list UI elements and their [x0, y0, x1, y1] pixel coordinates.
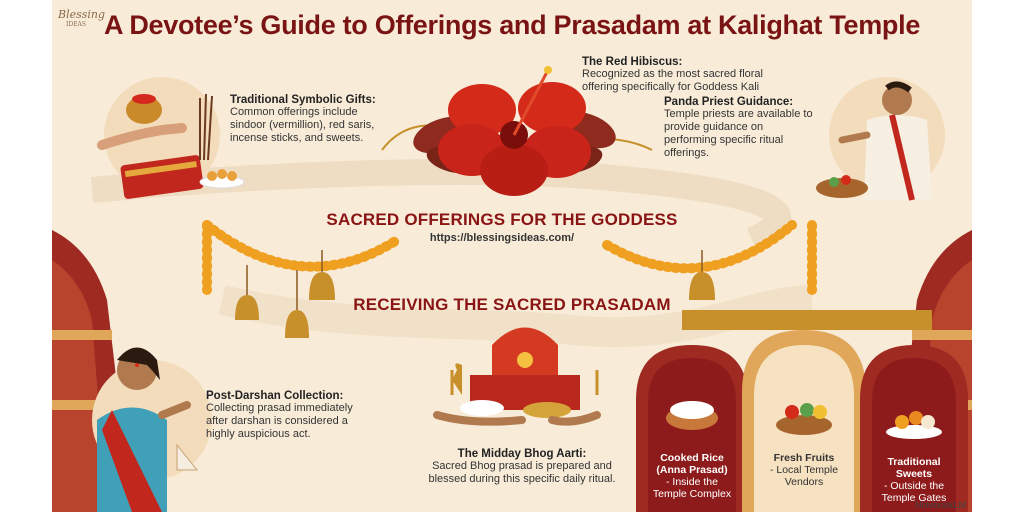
logo-tag: IDEAS — [66, 21, 87, 28]
offerings-section-title: SACRED OFFERINGS FOR THE GODDESS — [326, 210, 678, 229]
arch-label-fruits: Fresh Fruits - Local Temple Vendors — [758, 452, 850, 488]
bhog-aarti-altar-illustration — [433, 327, 601, 426]
bhog-text: Sacred Bhog prasad is prepared and bless… — [428, 460, 616, 485]
source-url: https://blessingsideas.com/ — [429, 232, 575, 244]
collection-heading: Post-Darshan Collection: — [206, 390, 344, 402]
hibiscus-heading: The Red Hibiscus: — [582, 56, 683, 68]
logo-text: Blessing — [58, 8, 106, 21]
hibiscus-callout: The Red Hibiscus: Recognized as the most… — [582, 56, 772, 94]
prasad-arches — [636, 310, 968, 512]
gifts-text: Common offerings include sindoor (vermil… — [230, 106, 375, 144]
panda-heading: Panda Priest Guidance: — [664, 96, 794, 108]
arch-sweets-bold: Traditional Sweets — [887, 456, 941, 480]
blessing-logo: Blessing IDEAS — [58, 8, 106, 30]
page-title: A Devotee’s Guide to Offerings and Prasa… — [103, 10, 921, 40]
panda-text: Temple priests are available to provide … — [664, 108, 813, 159]
arch-label-sweets: Traditional Sweets - Outside the Temple … — [874, 456, 954, 504]
hibiscus-text: Recognized as the most sacred floral off… — [582, 68, 763, 93]
collection-callout: Post-Darshan Collection: Collecting pras… — [206, 390, 376, 441]
arch-label-rice: Cooked Rice (Anna Prasad) - Inside the T… — [650, 452, 734, 500]
hibiscus-flower-icon — [381, 66, 653, 196]
background-art — [52, 66, 972, 512]
panda-callout: Panda Priest Guidance: Temple priests ar… — [664, 96, 814, 160]
bhog-heading: The Midday Bhog Aarti: — [457, 448, 587, 460]
arch-rice-text: - Inside the Temple Complex — [652, 476, 732, 500]
marigold-garland-left — [202, 220, 402, 295]
gifts-heading: Traditional Symbolic Gifts: — [230, 94, 376, 106]
bhog-callout: The Midday Bhog Aarti: Sacred Bhog prasa… — [424, 448, 620, 486]
devotee-woman-illustration — [92, 347, 212, 512]
gifts-callout: Traditional Symbolic Gifts: Common offer… — [230, 94, 390, 145]
panda-priest-illustration — [816, 77, 945, 201]
notebooklm-watermark: NotebookLM — [914, 500, 966, 510]
arch-fruits-text: - Local Temple Vendors — [769, 464, 839, 488]
symbolic-gifts-illustration — [97, 77, 245, 199]
arch-sweets-text: - Outside the Temple Gates — [881, 480, 947, 504]
prasadam-section-title: RECEIVING THE SACRED PRASADAM — [353, 295, 671, 314]
infographic-canvas: Blessing IDEAS A Devotee’s Guide to Offe… — [52, 0, 972, 512]
marigold-garland-right — [602, 220, 817, 295]
arch-rice-bold: Cooked Rice (Anna Prasad) — [656, 452, 728, 476]
collection-text: Collecting prasad immediately after dars… — [206, 402, 353, 440]
arch-fruits-bold: Fresh Fruits — [773, 452, 835, 464]
temple-bell-icon — [235, 250, 715, 338]
